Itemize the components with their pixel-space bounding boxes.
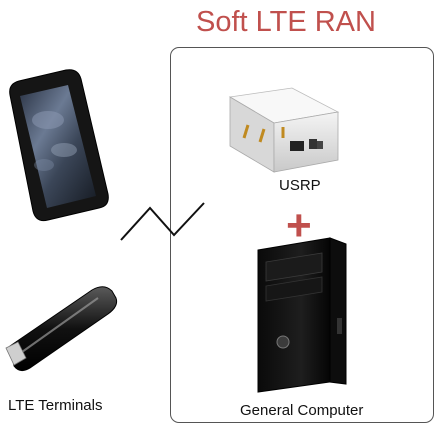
general-computer-label: General Computer (240, 402, 364, 419)
wireless-link-icon (120, 202, 205, 241)
soft-lte-ran-box (170, 47, 434, 423)
desktop-tower-icon (257, 237, 347, 393)
usrp-label: USRP (279, 177, 321, 194)
smartphone-icon (9, 69, 109, 222)
usb-dongle-icon (5, 286, 118, 372)
plus-symbol: + (286, 201, 312, 250)
page-title: Soft LTE RAN (196, 6, 376, 38)
lte-terminals-label: LTE Terminals (8, 397, 103, 414)
usrp-device-icon (228, 87, 340, 173)
